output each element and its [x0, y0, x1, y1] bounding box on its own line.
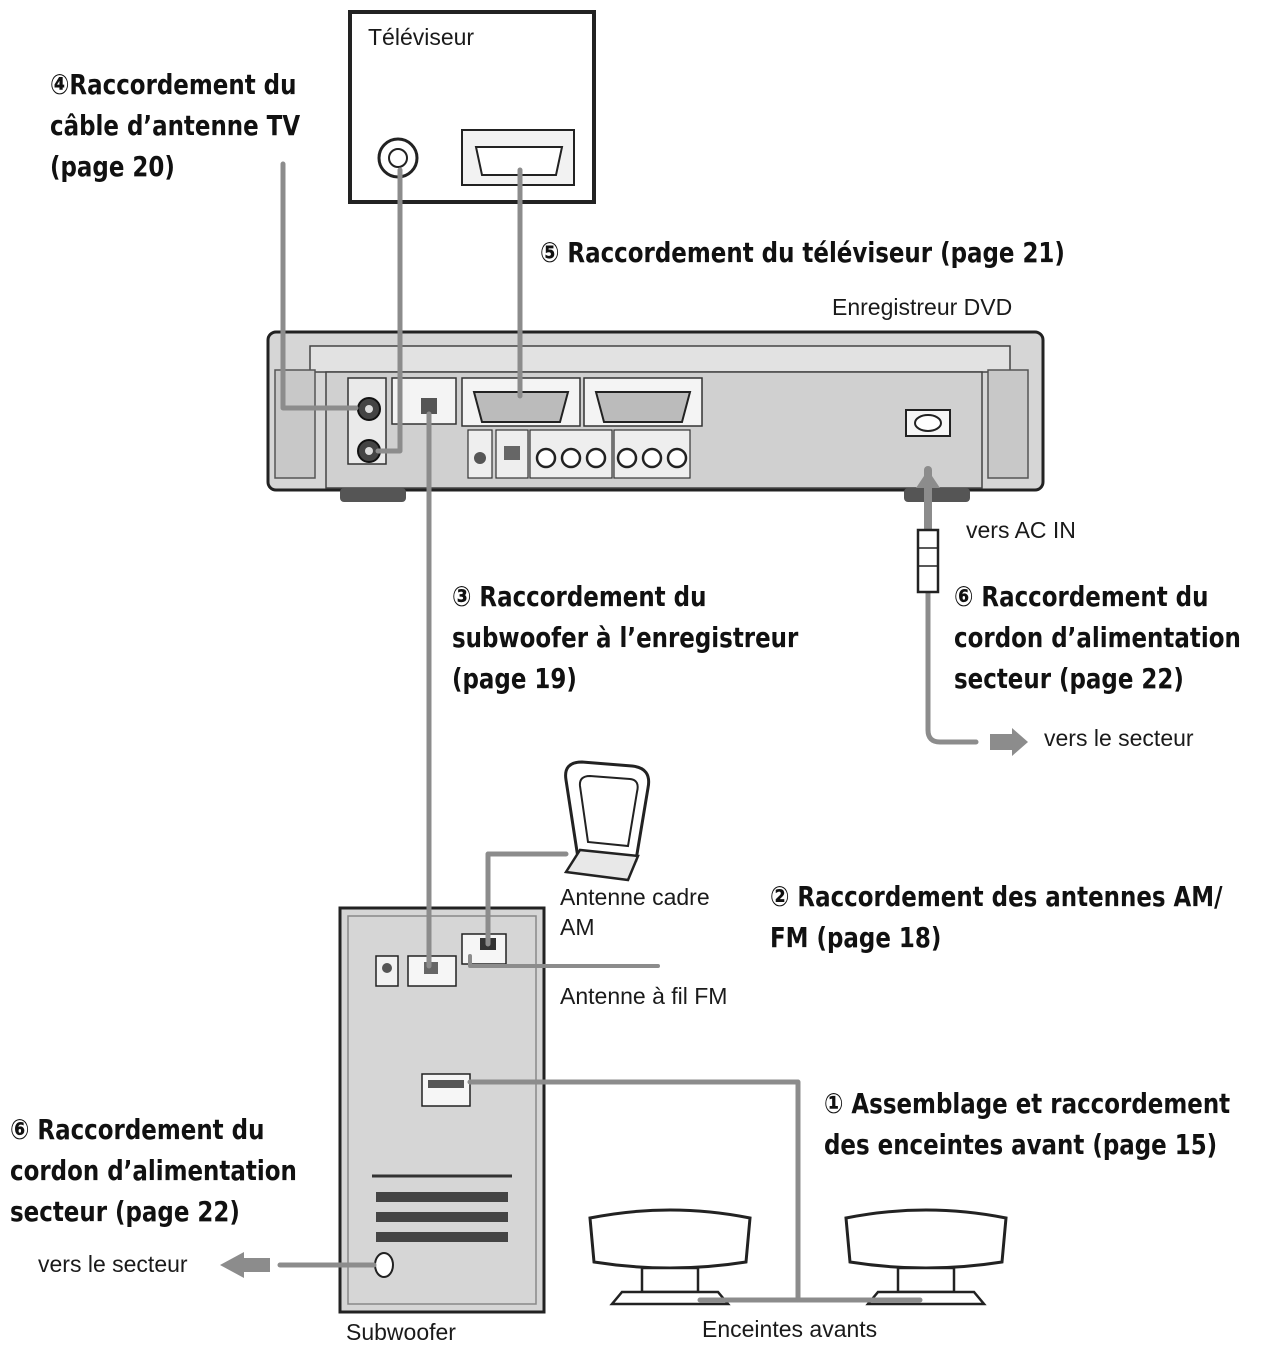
am-loop-antenna	[563, 760, 651, 882]
svg-text:secteur (page 22): secteur (page 22)	[10, 1196, 240, 1229]
fm-antenna-label: Antenne à fil FM	[560, 983, 727, 1009]
subwoofer-ac-port	[374, 1252, 394, 1278]
step-6-heading-left: ⑥ Raccordement du cordon d’alimentation …	[10, 1114, 297, 1229]
front-speaker-left	[588, 1208, 752, 1306]
am-antenna-label-2: AM	[560, 914, 595, 940]
dvd-foot	[904, 488, 970, 502]
speakers-label: Enceintes avants	[702, 1316, 877, 1342]
step-4-heading: ④Raccordement du câble d’antenne TV (pag…	[50, 69, 300, 184]
svg-text:cordon d’alimentation: cordon d’alimentation	[10, 1155, 297, 1188]
svg-text:(page 19): (page 19)	[452, 663, 577, 696]
mains-arrow-right	[990, 728, 1028, 756]
antenna-cable	[280, 161, 359, 411]
speaker-cable-left	[467, 1079, 801, 1303]
svg-text:⑥ Raccordement du: ⑥ Raccordement du	[10, 1114, 264, 1147]
am-antenna-label-1: Antenne cadre	[560, 884, 710, 910]
mains-arrow-left	[220, 1252, 270, 1278]
svg-text:subwoofer à l’enregistreur: subwoofer à l’enregistreur	[452, 622, 799, 655]
step-6-heading-right: ⑥ Raccordement du cordon d’alimentation …	[954, 581, 1241, 696]
svg-text:secteur (page 22): secteur (page 22)	[954, 663, 1184, 696]
dvd-to-tv-antenna-cable	[375, 167, 403, 454]
svg-text:⑥ Raccordement du: ⑥ Raccordement du	[954, 581, 1208, 614]
mains-label-right: vers le secteur	[1044, 725, 1194, 751]
am-antenna-cable	[485, 851, 569, 947]
ac-in-label: vers AC IN	[966, 517, 1076, 543]
svg-text:② Raccordement des antennes AM: ② Raccordement des antennes AM/	[770, 881, 1223, 914]
step-2-heading: ② Raccordement des antennes AM/ FM (page…	[770, 881, 1223, 955]
dvd-system-control-port	[421, 398, 437, 414]
front-speaker-right	[844, 1208, 1008, 1306]
svg-text:① Assemblage et raccordement: ① Assemblage et raccordement	[824, 1088, 1230, 1121]
fm-wire-antenna	[468, 954, 660, 968]
svg-text:câble d’antenne TV: câble d’antenne TV	[50, 110, 300, 143]
svg-text:cordon d’alimentation: cordon d’alimentation	[954, 622, 1241, 655]
tv-device: Téléviseur	[348, 10, 596, 204]
dvd-scart-line3-port	[594, 391, 692, 423]
dvd-power-cord	[925, 587, 979, 745]
subwoofer-device	[338, 906, 546, 1314]
subwoofer-label: Subwoofer	[346, 1319, 456, 1345]
svg-text:⑤ Raccordement du téléviseur (: ⑤ Raccordement du téléviseur (page 21)	[540, 237, 1065, 270]
svg-text:des enceintes avant (page 15): des enceintes avant (page 15)	[824, 1129, 1217, 1162]
step-5-heading: ⑤ Raccordement du téléviseur (page 21)	[540, 237, 1065, 270]
mains-label-left: vers le secteur	[38, 1251, 188, 1277]
dvd-recorder	[266, 330, 1045, 502]
subwoofer-speaker-port	[421, 1073, 471, 1107]
svg-text:(page 20): (page 20)	[50, 151, 175, 184]
ac-in-arrow	[916, 470, 940, 488]
subwoofer-vent	[376, 1192, 508, 1242]
svg-text:③ Raccordement du: ③ Raccordement du	[452, 581, 706, 614]
power-plug	[916, 528, 940, 594]
dvd-scart-line1-port	[472, 391, 570, 423]
svg-text:④Raccordement du: ④Raccordement du	[50, 69, 296, 102]
dvd-foot	[340, 488, 406, 502]
svg-text:FM (page 18): FM (page 18)	[770, 922, 941, 955]
step-1-heading: ① Assemblage et raccordement des enceint…	[824, 1088, 1230, 1162]
tv-label: Téléviseur	[368, 24, 474, 50]
step-3-heading: ③ Raccordement du subwoofer à l’enregist…	[452, 581, 799, 696]
dvd-label: Enregistreur DVD	[832, 294, 1012, 320]
